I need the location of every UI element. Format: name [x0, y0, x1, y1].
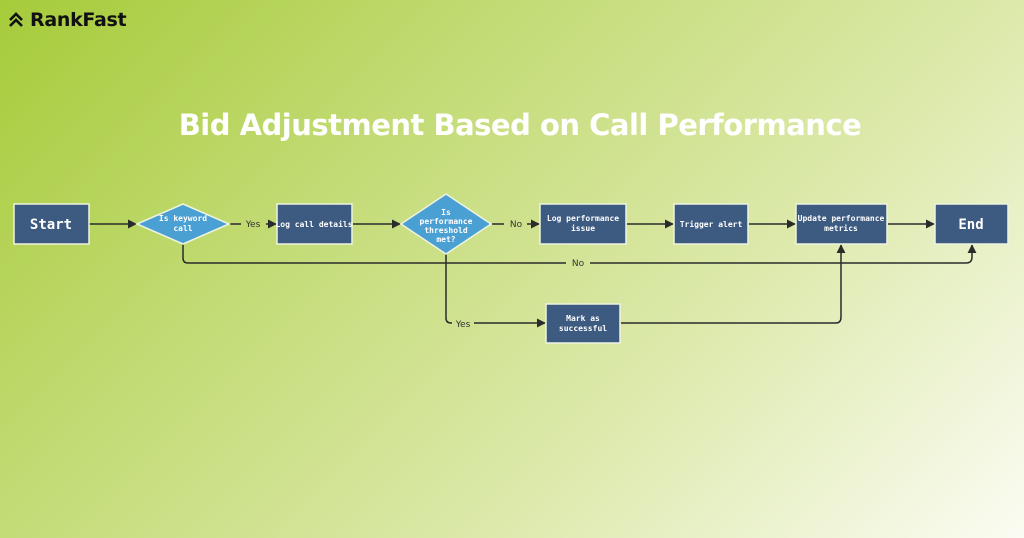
node-start: Start: [13, 203, 90, 245]
edge-keyword-no-end: [182, 244, 972, 264]
node-log-performance-issue: Log performance issue: [539, 203, 627, 245]
node-update-metrics: Update performance metrics: [795, 203, 888, 245]
edge-label-yes: Yes: [245, 220, 261, 230]
node-mark-successful: Mark as successful: [545, 303, 621, 344]
svg-text:issue: issue: [571, 223, 595, 233]
brand-name: RankFast: [30, 9, 127, 31]
node-keyword-decision: Is keyword call: [135, 203, 231, 245]
svg-text:threshold: threshold: [424, 226, 468, 235]
svg-text:call: call: [173, 224, 192, 233]
edge-label-yes: Yes: [455, 320, 471, 330]
svg-text:Log call details: Log call details: [275, 219, 352, 229]
svg-text:met?: met?: [436, 235, 455, 244]
double-chevron-up-icon: [9, 12, 23, 27]
svg-text:End: End: [958, 217, 983, 233]
edges: [89, 219, 972, 324]
svg-text:Update performance: Update performance: [798, 214, 885, 223]
svg-text:Trigger alert: Trigger alert: [680, 219, 743, 229]
node-end: End: [934, 203, 1009, 245]
svg-text:Mark as: Mark as: [566, 314, 600, 323]
edge-success-update: [621, 244, 846, 324]
svg-text:Start: Start: [30, 217, 72, 233]
node-log-call-details: Log call details: [275, 203, 353, 245]
svg-text:successful: successful: [559, 324, 607, 333]
svg-text:Is keyword: Is keyword: [159, 214, 207, 223]
node-trigger-alert: Trigger alert: [673, 203, 749, 245]
node-threshold-decision: Is performance threshold met?: [399, 193, 493, 255]
page-title: Bid Adjustment Based on Call Performance: [178, 108, 862, 142]
edge-label-no: No: [572, 259, 585, 269]
svg-text:Is: Is: [441, 208, 451, 217]
edge-label-no: No: [510, 220, 523, 230]
brand-logo: RankFast: [8, 9, 127, 31]
svg-text:metrics: metrics: [824, 223, 858, 233]
edge-threshold-yes-success: [445, 254, 545, 323]
svg-text:performance: performance: [420, 217, 473, 226]
svg-text:Log performance: Log performance: [547, 214, 619, 223]
